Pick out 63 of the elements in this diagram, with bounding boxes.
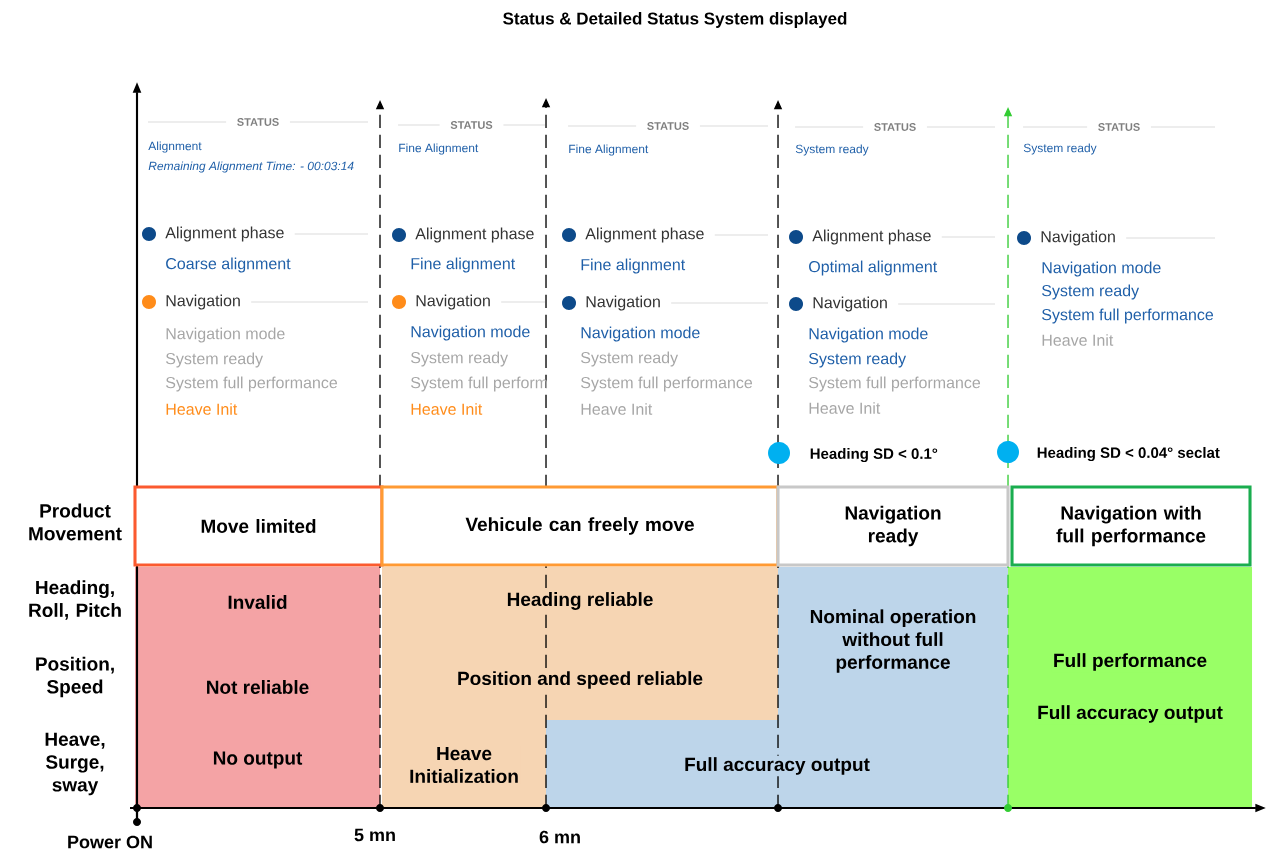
- time-label: 5 mn: [354, 828, 395, 842]
- status-item: System ready: [166, 352, 264, 368]
- status-heading: STATUS: [147, 118, 369, 126]
- status-item: Coarse alignment: [166, 257, 291, 273]
- milestone-dot: [997, 441, 1019, 463]
- status-region: Nominal operation without full performance: [808, 608, 978, 674]
- milestone-dot: [768, 442, 790, 464]
- movement-box: Vehicule can freely move: [380, 485, 780, 567]
- status-item: Heave Init: [166, 403, 238, 415]
- status-item: System full performance: [809, 376, 981, 392]
- status-item: System ready: [1042, 284, 1140, 300]
- section-label: Navigation: [813, 296, 887, 312]
- row-header: Heading, Roll, Pitch: [29, 580, 121, 620]
- status-region: Heave Initialization: [407, 745, 521, 785]
- status-item: Fine alignment: [581, 258, 686, 274]
- status-item: Fine alignment: [411, 257, 516, 273]
- status-item: Optimal alignment: [809, 260, 938, 276]
- status-item: Heave Init: [411, 403, 483, 415]
- status-heading: STATUS: [397, 121, 546, 129]
- status-item: System full performance: [581, 376, 753, 392]
- row-header: Heave, Surge, sway: [45, 732, 105, 796]
- section-label: Alignment phase: [585, 227, 704, 243]
- status-item: Navigation mode: [1042, 261, 1161, 277]
- status-item: Navigation mode: [411, 325, 530, 341]
- status-item: Navigation mode: [166, 327, 285, 343]
- status-item: System full performance: [166, 376, 338, 392]
- status-text: Fine Alignment: [569, 144, 649, 156]
- status-item: Navigation mode: [581, 326, 700, 342]
- status-text: System ready: [1023, 143, 1097, 155]
- movement-box: Move limited: [133, 485, 384, 567]
- section-label: Navigation: [586, 295, 660, 311]
- milestone-label: Heading SD < 0.04° seclat: [1037, 446, 1220, 462]
- status-item: System ready: [809, 352, 907, 368]
- status-item: Navigation mode: [809, 327, 928, 343]
- status-heading: STATUS: [567, 122, 769, 130]
- status-text: System ready: [795, 144, 869, 156]
- status-heading: STATUS: [1022, 123, 1216, 131]
- status-text: Alignment: [148, 141, 202, 153]
- section-label: Navigation: [1041, 230, 1115, 246]
- section-label: Navigation: [166, 294, 240, 310]
- status-region: Invalid Not reliable No output: [204, 593, 311, 770]
- status-item: Heave Init: [1042, 334, 1114, 346]
- status-item: System ready: [581, 351, 679, 367]
- status-item: System full perform: [411, 376, 547, 392]
- status-item: System ready: [411, 351, 509, 367]
- section-label: Alignment phase: [415, 227, 534, 243]
- status-text: Remaining Alignment Time: - 00:03:14: [148, 161, 354, 173]
- status-region: Full performance Full accuracy output: [1035, 651, 1225, 725]
- status-heading: STATUS: [794, 123, 996, 131]
- movement-box: Navigation ready: [776, 485, 1010, 567]
- time-label: 6 mn: [539, 830, 580, 844]
- status-item: Heave Init: [581, 403, 653, 415]
- section-label: Alignment phase: [165, 226, 284, 242]
- status-item: System full performance: [1042, 308, 1214, 324]
- status-item: Heave Init: [809, 402, 881, 414]
- time-label: Power ON: [68, 835, 152, 849]
- status-text: Fine Alignment: [399, 143, 479, 155]
- section-label: Navigation: [416, 294, 490, 310]
- row-header: Position, Speed: [36, 656, 114, 698]
- title: Status & Detailed Status System displayed: [503, 12, 847, 28]
- section-label: Alignment phase: [812, 229, 931, 245]
- milestone-label: Heading SD < 0.1°: [810, 448, 938, 463]
- movement-box: Navigation with full performance: [1010, 485, 1252, 567]
